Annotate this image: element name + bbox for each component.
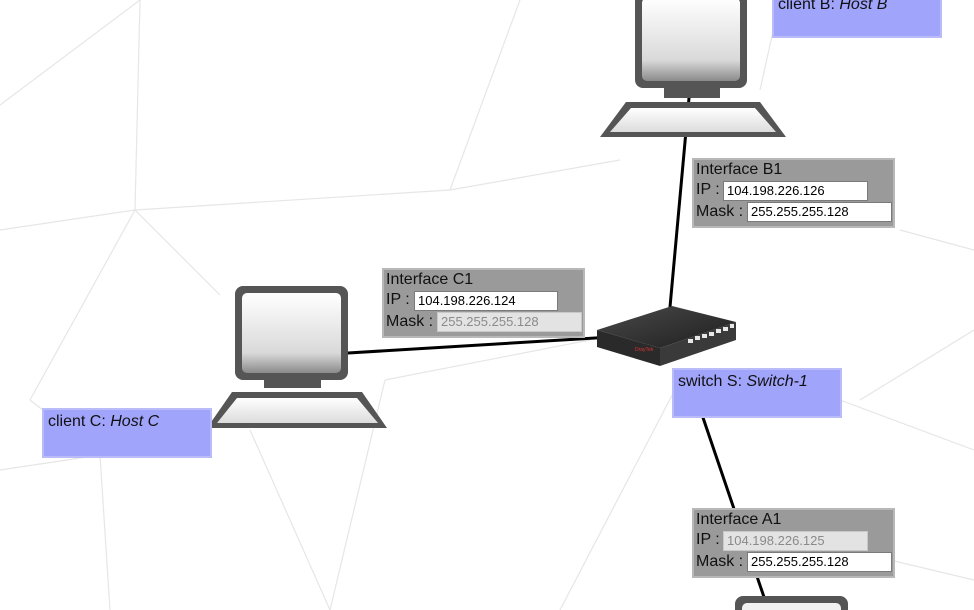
mask-field[interactable]: 255.255.255.128 bbox=[437, 312, 582, 332]
computer-icon-host-c[interactable] bbox=[207, 286, 387, 428]
switch-ports bbox=[688, 324, 734, 343]
interface-panel-b1: Interface B1 IP : 104.198.226.126 Mask :… bbox=[692, 158, 895, 228]
mask-label: Mask : bbox=[696, 553, 744, 570]
node-kind: client B bbox=[778, 0, 831, 13]
interface-title: Interface A1 bbox=[696, 511, 782, 528]
ip-field[interactable]: 104.198.226.124 bbox=[414, 291, 558, 311]
mask-field[interactable]: 255.255.255.128 bbox=[747, 552, 892, 572]
ip-field[interactable]: 104.198.226.125 bbox=[723, 531, 868, 551]
switch-brand-label: DrayTek bbox=[635, 347, 654, 353]
node-label-host-b[interactable]: client B: Host B bbox=[772, 0, 942, 38]
switch-icon[interactable]: DrayTek bbox=[597, 306, 736, 366]
node-kind: switch S bbox=[678, 373, 738, 390]
computer-icon-host-a[interactable] bbox=[735, 596, 848, 610]
mask-field[interactable]: 255.255.255.128 bbox=[747, 202, 892, 222]
node-label-host-c[interactable]: client C: Host C bbox=[42, 408, 212, 458]
interface-title: Interface B1 bbox=[696, 161, 783, 178]
interface-panel-a1: Interface A1 IP : 104.198.226.125 Mask :… bbox=[692, 508, 895, 578]
ip-field[interactable]: 104.198.226.126 bbox=[723, 181, 868, 201]
mask-label: Mask : bbox=[696, 203, 744, 220]
ip-label: IP : bbox=[696, 531, 720, 548]
interface-title: Interface C1 bbox=[386, 271, 474, 288]
computer-icon-host-b[interactable] bbox=[600, 0, 786, 137]
node-name: Host B bbox=[839, 0, 888, 13]
node-name: Switch-1 bbox=[746, 373, 808, 390]
node-name: Host C bbox=[110, 413, 160, 430]
mask-label: Mask : bbox=[386, 313, 434, 330]
interface-panel-c1: Interface C1 IP : 104.198.226.124 Mask :… bbox=[382, 268, 585, 338]
node-kind: client C bbox=[48, 413, 102, 430]
ip-label: IP : bbox=[386, 291, 410, 308]
link-switch-host-c bbox=[346, 335, 614, 355]
ip-label: IP : bbox=[696, 181, 720, 198]
node-label-switch[interactable]: switch S: Switch-1 bbox=[672, 368, 842, 418]
